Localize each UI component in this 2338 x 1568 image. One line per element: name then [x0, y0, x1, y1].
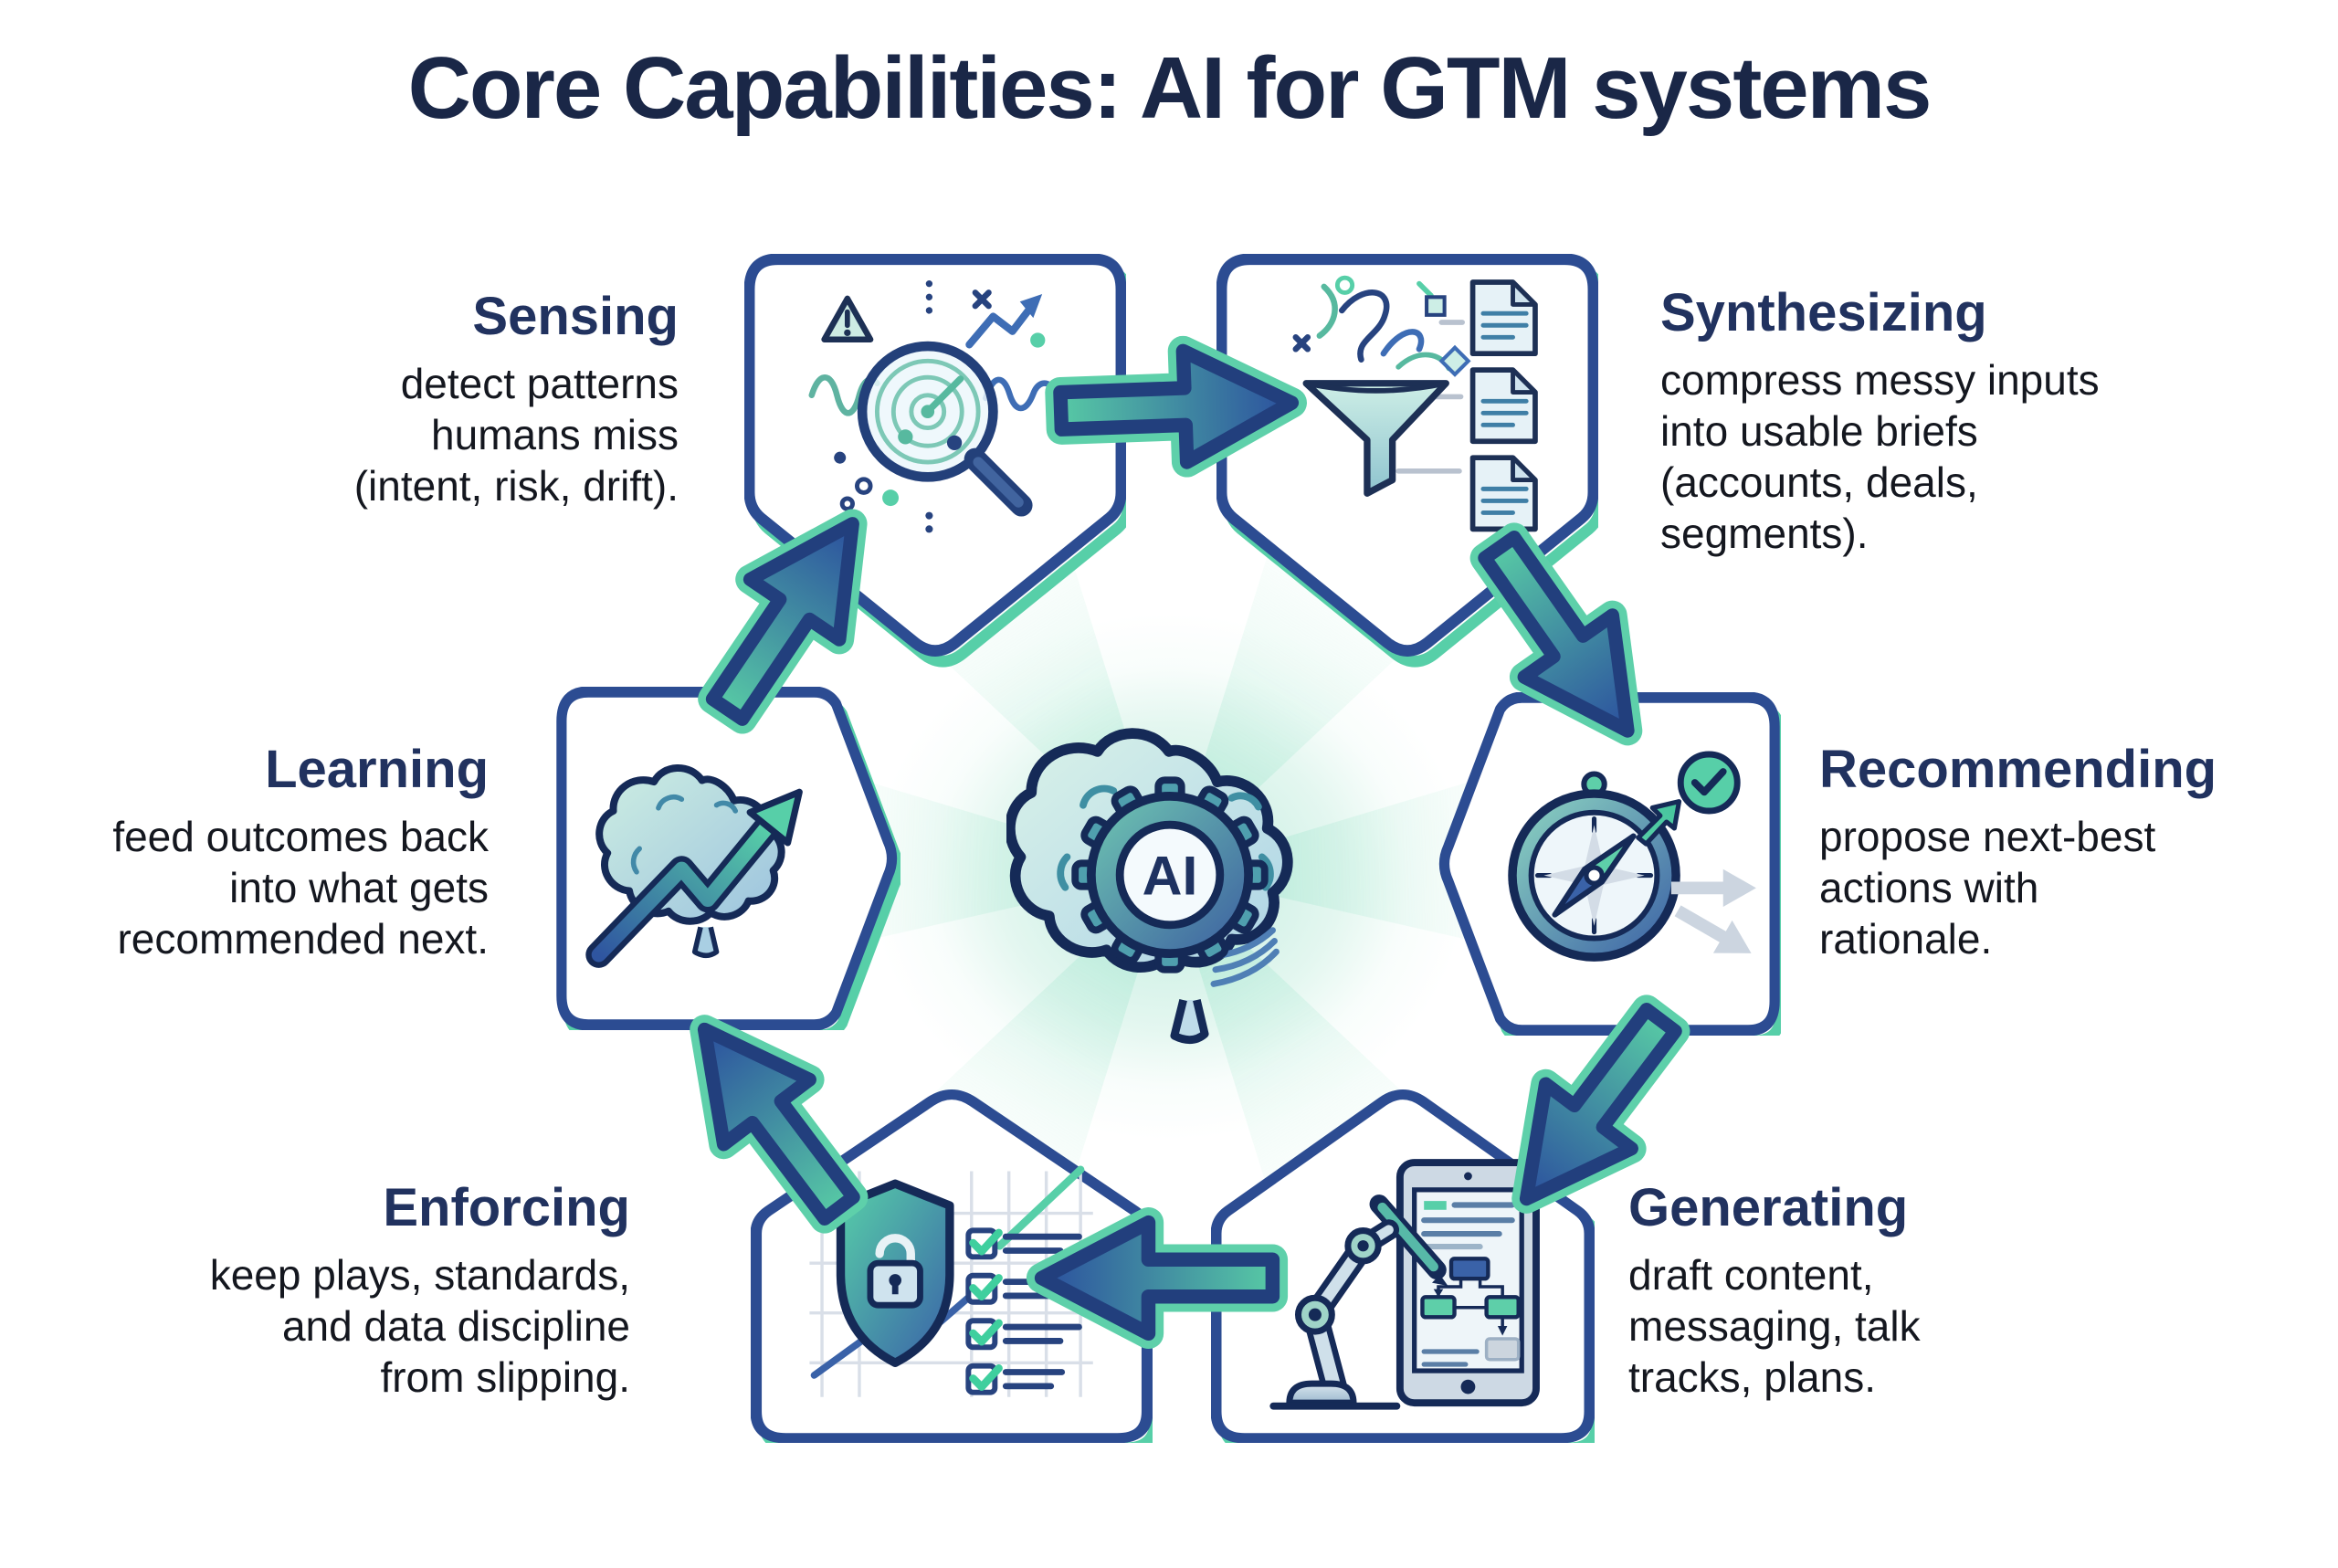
magnifier-radar-icon: [808, 280, 1056, 533]
learning-label: Learning: [265, 740, 489, 799]
sensing-description: detect patterns humans miss (intent, ris…: [353, 359, 679, 510]
caption-learning: Learning feed outcomes back into what ge…: [14, 738, 489, 964]
brain-trend-arrow-icon: [585, 764, 803, 969]
flow-arrow-enforcing-to-learning: [637, 972, 906, 1266]
funnel-documents-icon: [1292, 276, 1538, 532]
caption-sensing: Sensing detect patterns humans miss (int…: [258, 285, 679, 511]
flow-arrow-sensing-to-synthesizing: [1037, 331, 1315, 482]
caption-enforcing: Enforcing keep plays, standards, and dat…: [155, 1176, 630, 1403]
synthesizing-label: Synthesizing: [1660, 283, 1987, 342]
caption-synthesizing: Synthesizing compress messy inputs into …: [1660, 281, 2227, 559]
flow-arrow-generating-to-enforcing: [1020, 1207, 1294, 1349]
compass-arrows-icon: [1508, 751, 1756, 963]
robot-arm-tablet-icon: [1269, 1159, 1540, 1411]
gear-icon: AI: [1071, 776, 1269, 973]
synthesizing-description: compress messy inputs into usable briefs…: [1660, 355, 2100, 557]
ai-brain-gear-icon: AI: [1006, 728, 1293, 1045]
page-title: Core Capabilities: AI for GTM systems: [407, 39, 1933, 137]
caption-recommending: Recommending propose next-best actions w…: [1819, 738, 2331, 964]
generating-label: Generating: [1628, 1178, 1909, 1237]
recommending-description: propose next-best actions with rationale…: [1819, 812, 2156, 963]
recommending-label: Recommending: [1819, 740, 2217, 799]
shield-lock-checklist-icon: [809, 1166, 1094, 1398]
learning-description: feed outcomes back into what gets recomm…: [112, 812, 489, 963]
generating-description: draft content, messaging, talk tracks, p…: [1628, 1250, 1921, 1401]
center-ai-label: AI: [1143, 845, 1198, 907]
sensing-label: Sensing: [472, 287, 679, 346]
flow-arrow-learning-to-sensing: [659, 468, 922, 764]
node-learning: [555, 687, 900, 1030]
enforcing-description: keep plays, standards, and data discipli…: [209, 1250, 630, 1401]
flow-arrow-synthesizing-to-recommending: [1431, 491, 1695, 787]
caption-generating: Generating draft content, messaging, tal…: [1628, 1176, 2140, 1403]
flow-arrow-recommending-to-generating: [1459, 963, 1728, 1257]
enforcing-label: Enforcing: [383, 1178, 630, 1237]
node-generating: [1211, 1076, 1595, 1443]
node-recommending: [1436, 692, 1781, 1036]
